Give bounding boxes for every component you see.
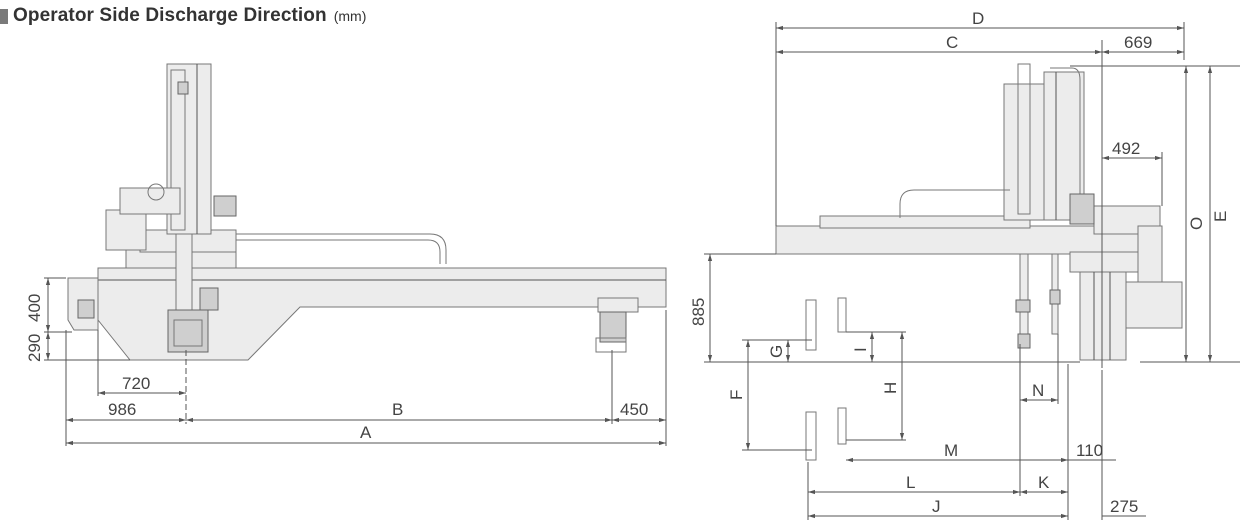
right-machine-drawing [775,63,1183,461]
dim-L: L [906,473,915,492]
section-title: Operator Side Discharge Direction (mm) [0,5,366,27]
dim-B: B [392,400,403,419]
dim-F: F [727,390,746,400]
dim-400: 400 [25,294,44,322]
title-unit: (mm) [333,8,367,24]
dim-450: 450 [620,400,648,419]
dim-C: C [946,33,958,52]
dim-A: A [360,423,372,442]
right-dimension-lines [704,22,1240,520]
dim-D: D [972,9,984,28]
dim-J: J [932,497,941,516]
title-marker-icon [0,8,8,24]
dim-290: 290 [25,334,44,362]
title-text: Operator Side Discharge Direction [13,5,327,26]
dim-720: 720 [122,374,150,393]
dim-275: 275 [1110,497,1138,516]
left-machine-drawing [67,63,667,361]
dim-G: G [767,345,786,358]
dim-I: I [851,347,870,352]
dim-986: 986 [108,400,136,419]
dim-O: O [1187,217,1206,230]
dim-H: H [881,382,900,394]
dim-M: M [944,441,958,460]
right-dimension-labels: D C 669 492 O E 885 G I F H N M 110 L K … [689,9,1230,516]
dim-669: 669 [1124,33,1152,52]
dim-885: 885 [689,298,708,326]
left-dimension-labels: 400 290 720 986 B 450 A [25,294,648,442]
dim-K: K [1038,473,1050,492]
dim-492: 492 [1112,139,1140,158]
dim-N: N [1032,381,1044,400]
dim-110: 110 [1076,441,1103,460]
left-dimension-lines [44,277,667,446]
dim-E: E [1211,211,1230,222]
